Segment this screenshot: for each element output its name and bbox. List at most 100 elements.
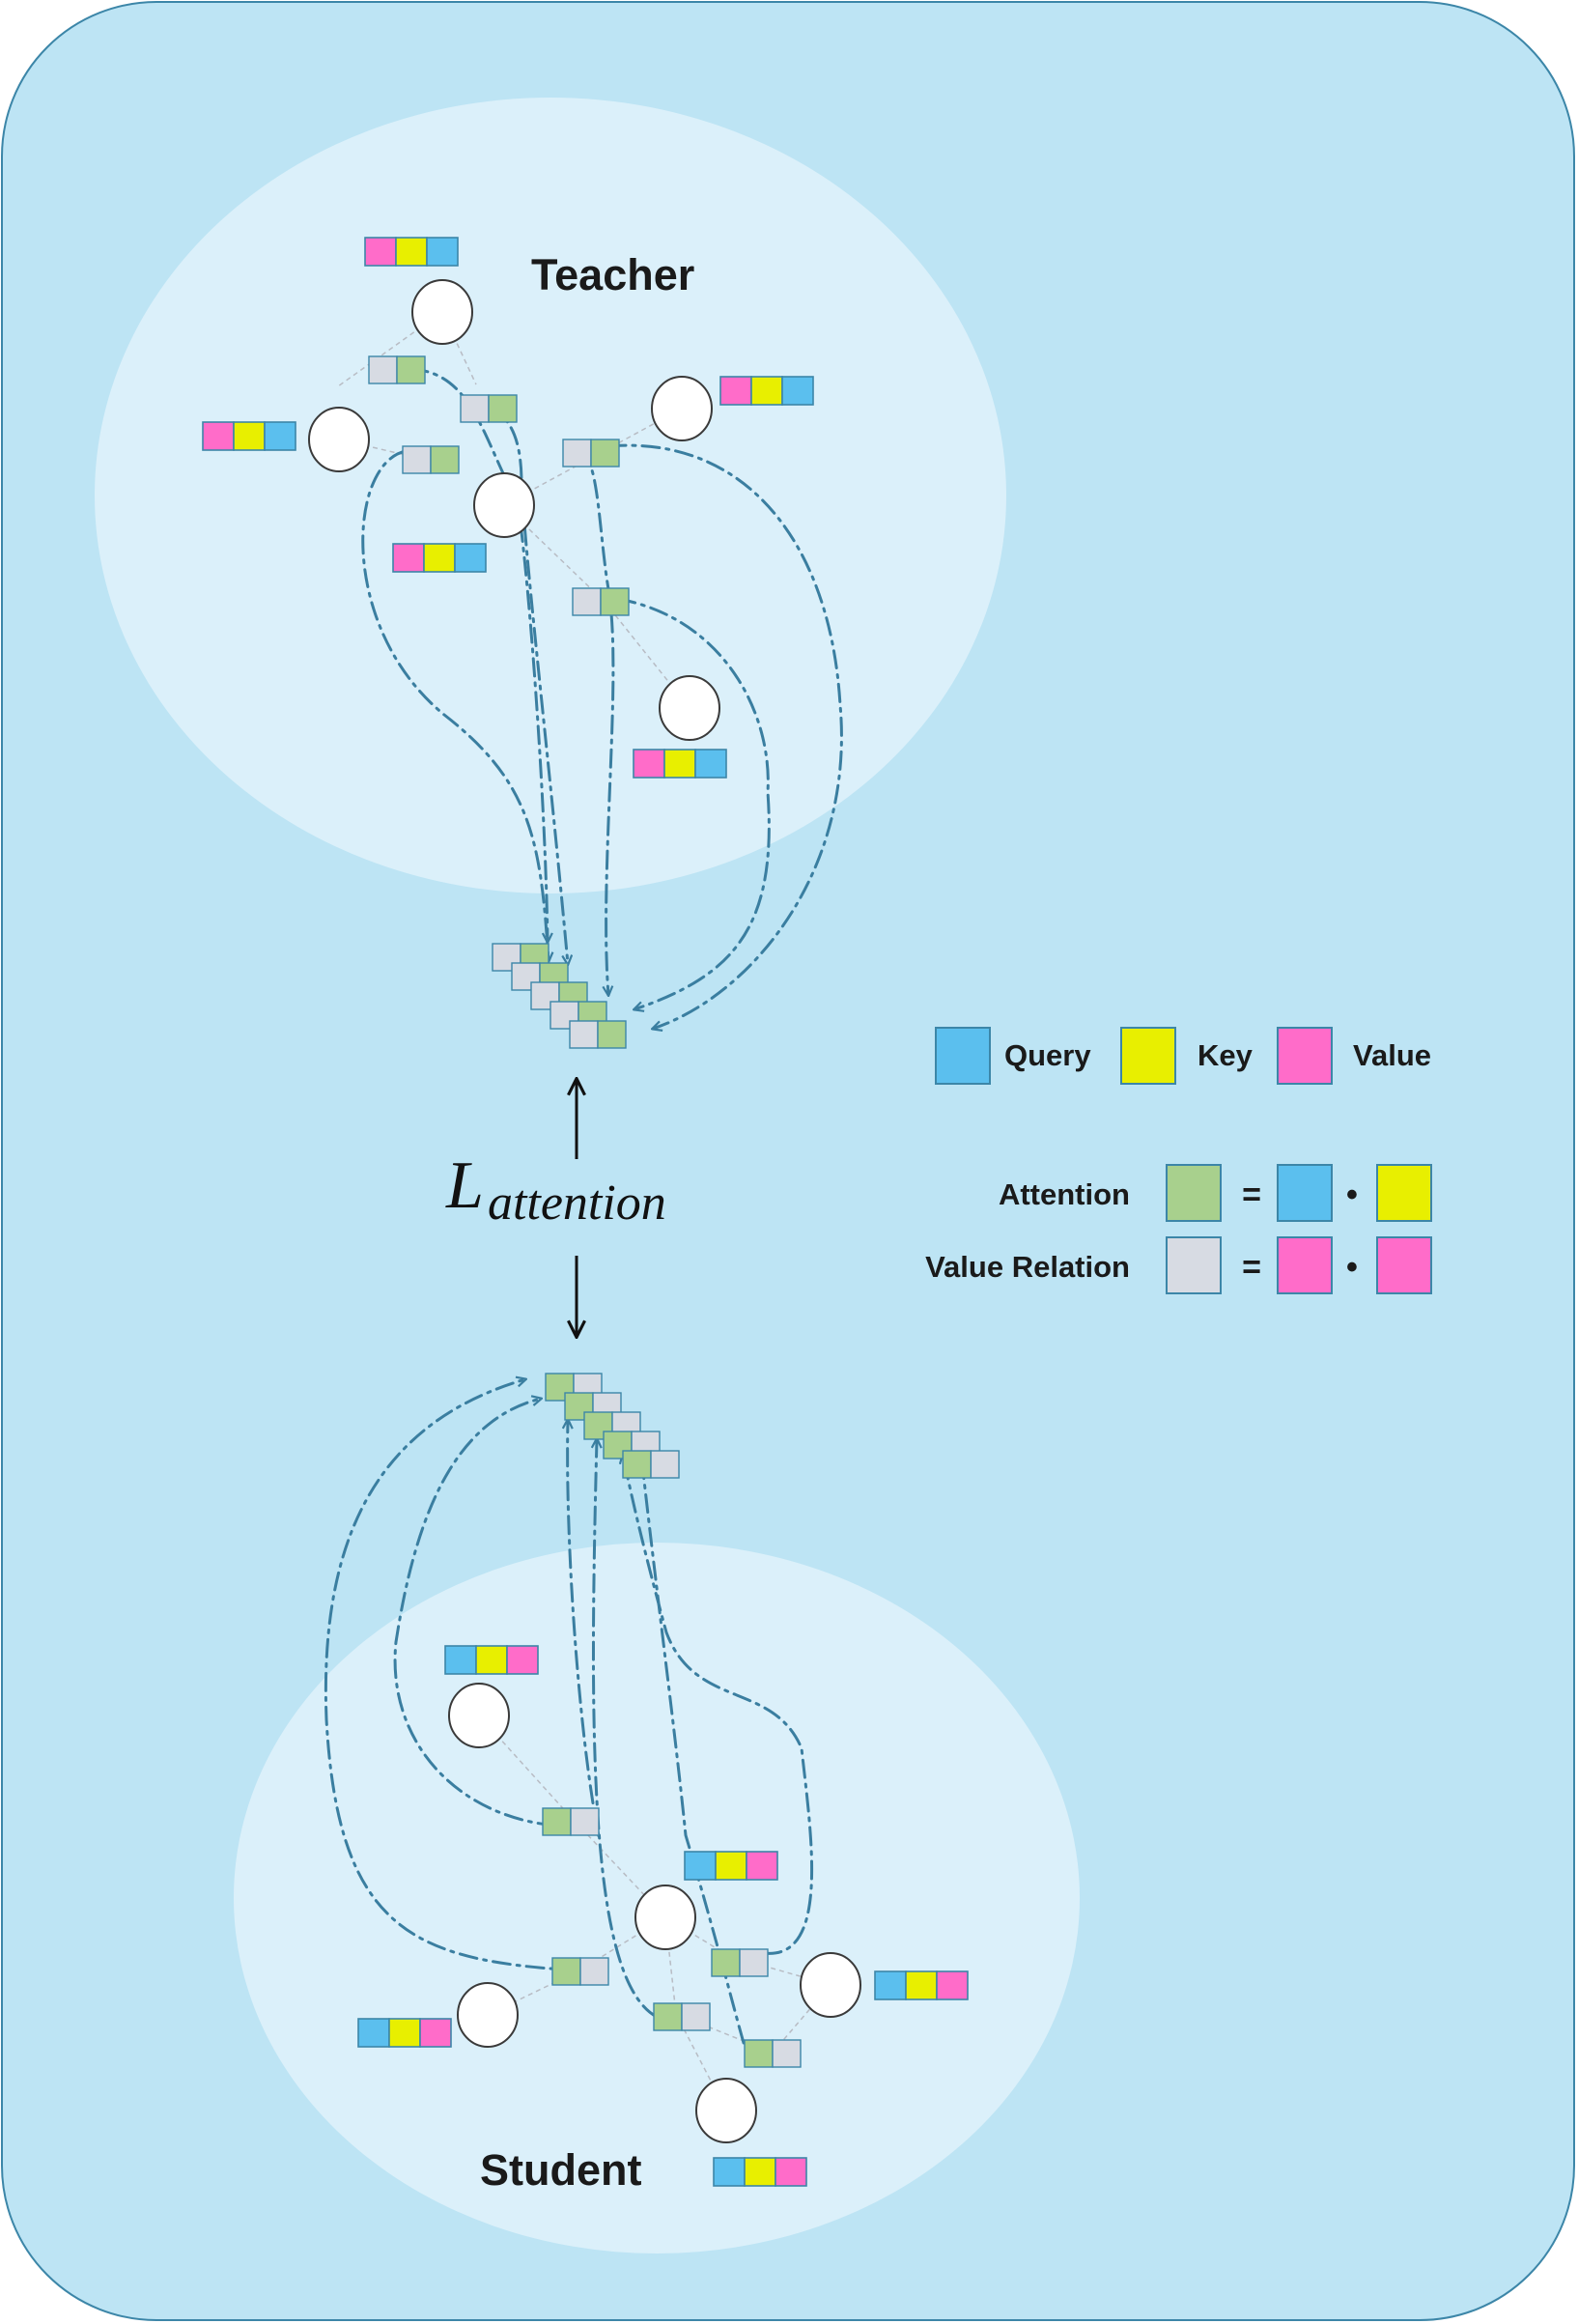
graph-node [411, 279, 473, 345]
attention-cell [711, 1948, 741, 1977]
teacher-cluster [95, 98, 1006, 893]
token-value-cell [202, 421, 235, 451]
legend-value-relation-value-swatch-1 [1277, 1236, 1333, 1294]
attention-cell [744, 2039, 774, 2068]
token-key-cell [715, 1851, 747, 1881]
attention-transfer-arrow [361, 449, 549, 961]
legend-attention-swatch [1166, 1164, 1222, 1222]
token-query-cell [426, 237, 459, 267]
nodes [308, 279, 861, 2143]
value_relation-cell [569, 1020, 599, 1049]
loss-symbol: L [445, 1148, 484, 1223]
token-key-cell [905, 1970, 938, 2000]
attention-cell [542, 1807, 572, 1836]
token-value-cell [936, 1970, 969, 2000]
graph-node [695, 2078, 757, 2143]
connection-line [664, 1916, 677, 2015]
student-label: Student [480, 2145, 641, 2195]
token-value-cell [392, 543, 425, 573]
value_relation-cell [681, 2002, 711, 2031]
attention-transfer-arrow [606, 443, 843, 1029]
attention-transfer-arrow [578, 450, 615, 995]
legend-value-relation-label: Value Relation [925, 1250, 1130, 1284]
legend-attention-key-swatch [1376, 1164, 1432, 1222]
legend: Query Key Value Attention = • Value Rela… [925, 1027, 1432, 1294]
graph-node [457, 1982, 519, 2048]
token-value-cell [364, 237, 397, 267]
legend-value-swatch [1277, 1027, 1333, 1085]
token-key-cell [233, 421, 266, 451]
token-key-cell [663, 749, 696, 779]
token-query-cell [684, 1851, 717, 1881]
token-query-cell [781, 376, 814, 406]
graph-node [659, 675, 720, 741]
token-query-cell [713, 2157, 746, 2187]
attention-cell [600, 587, 630, 616]
legend-query-swatch [935, 1027, 991, 1085]
attention-transfer-arrow [393, 1399, 557, 1828]
attention-transfer-arrow [623, 1455, 814, 1955]
attention-cell [622, 1450, 652, 1479]
value_relation-cell [739, 1948, 769, 1977]
legend-key-label: Key [1198, 1038, 1254, 1072]
connection-line [503, 504, 606, 603]
loss-label: Lattention [445, 1148, 666, 1231]
token-key-cell [395, 237, 428, 267]
legend-value-relation-equals: = [1242, 1249, 1261, 1286]
attention-cell [430, 445, 460, 474]
token-value-cell [746, 1851, 778, 1881]
attention-cell [488, 394, 518, 423]
attention-cell [590, 439, 620, 468]
attention-transfer-arrow [484, 405, 568, 964]
attention-transfer-arrow [642, 1463, 746, 2045]
legend-key-swatch [1120, 1027, 1176, 1085]
token-query-cell [874, 1970, 907, 2000]
legend-attention-dot: • [1346, 1176, 1358, 1213]
attention-cell [564, 1392, 594, 1421]
token-query-cell [694, 749, 727, 779]
legend-query-label: Query [1004, 1038, 1091, 1072]
connection-line [503, 408, 683, 506]
attention-cell [396, 355, 426, 384]
graph-node [473, 472, 535, 538]
legend-attention-equals: = [1242, 1176, 1261, 1213]
token-query-cell [444, 1645, 477, 1675]
legend-value-relation-value-swatch-2 [1376, 1236, 1432, 1294]
attention-cell [551, 1957, 581, 1986]
token-key-cell [475, 1645, 508, 1675]
token-value-cell [775, 2157, 807, 2187]
attention-transfer-arrow [324, 1379, 579, 1972]
attention-transfer-arrow [616, 597, 771, 1009]
graph-node [634, 1885, 696, 1950]
token-value-cell [633, 749, 665, 779]
attention-cell [653, 2002, 683, 2031]
legend-value-relation-swatch [1166, 1236, 1222, 1294]
token-query-cell [454, 543, 487, 573]
token-value-cell [719, 376, 752, 406]
graph-node [651, 376, 713, 441]
token-blocks [202, 237, 969, 2187]
teacher-label: Teacher [531, 250, 694, 299]
graph-node [800, 1952, 861, 2018]
token-key-cell [423, 543, 456, 573]
value_relation-cell [650, 1450, 680, 1479]
attention-transfer-arrow [409, 367, 548, 942]
value_relation-cell [402, 445, 432, 474]
token-value-cell [506, 1645, 539, 1675]
value_relation-cell [562, 439, 592, 468]
token-key-cell [744, 2157, 776, 2187]
legend-attention-label: Attention [999, 1177, 1130, 1211]
attention-transfer-arrow [568, 1420, 601, 1838]
legend-attention-query-swatch [1277, 1164, 1333, 1222]
value_relation-cell [572, 587, 602, 616]
token-value-cell [419, 2018, 452, 2048]
value_relation-cell [570, 1807, 600, 1836]
value_relation-cell [368, 355, 398, 384]
attention-cell [597, 1020, 627, 1049]
token-key-cell [388, 2018, 421, 2048]
legend-value-label: Value [1353, 1038, 1431, 1072]
value_relation-cell [579, 1957, 609, 1986]
value_relation-cell [460, 394, 490, 423]
graph-node [448, 1683, 510, 1748]
